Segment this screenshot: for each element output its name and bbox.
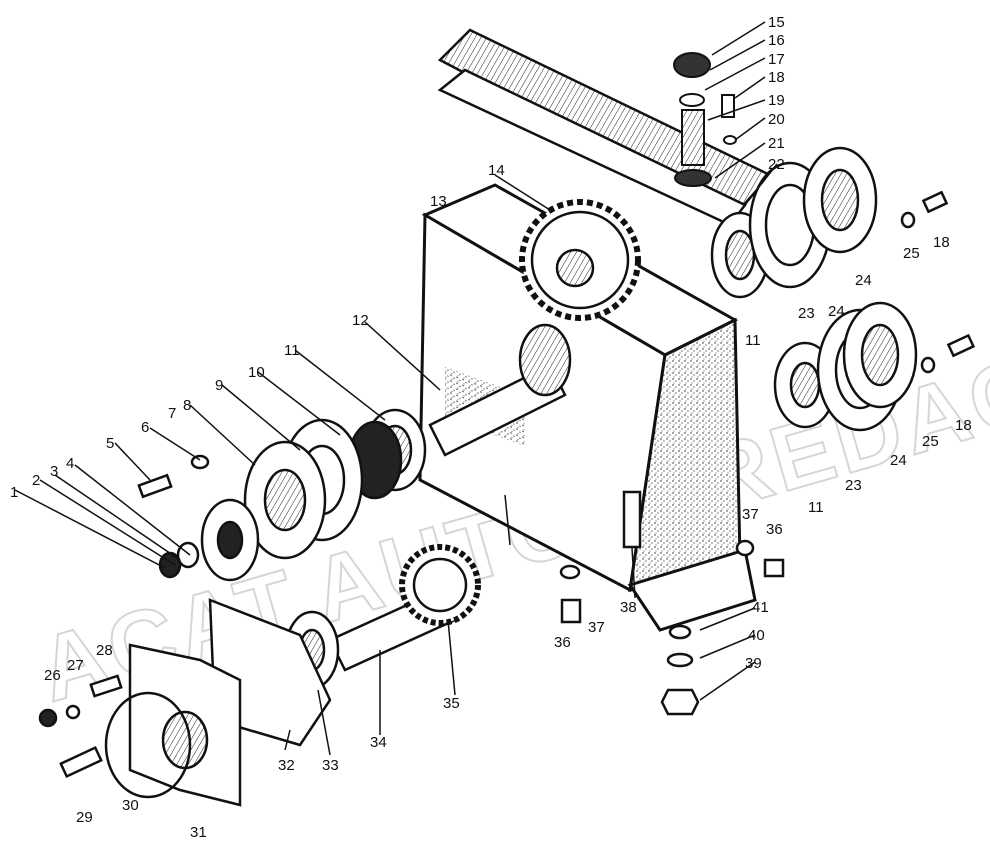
callout-31: 31 — [190, 824, 207, 841]
callout-15: 15 — [768, 14, 785, 31]
callout-26: 26 — [44, 667, 61, 684]
callout-29: 29 — [76, 809, 93, 826]
callout-33: 33 — [322, 757, 339, 774]
callout-37-right: 37 — [742, 506, 759, 523]
callout-13: 13 — [430, 193, 447, 210]
upper-gear — [519, 199, 641, 321]
rear-cover-assembly — [38, 598, 332, 807]
callout-7: 7 — [168, 405, 176, 422]
callout-27: 27 — [67, 657, 84, 674]
callout-3: 3 — [50, 463, 58, 480]
callout-21: 21 — [768, 135, 785, 152]
callout-16: 16 — [768, 32, 785, 49]
callout-12: 12 — [352, 312, 369, 329]
breather-assembly — [673, 52, 737, 187]
callout-18-top: 18 — [768, 69, 785, 86]
callout-4: 4 — [66, 455, 74, 472]
callout-6: 6 — [141, 419, 149, 436]
callout-10: 10 — [248, 364, 265, 381]
callout-32: 32 — [278, 757, 295, 774]
callout-39: 39 — [745, 655, 762, 672]
callout-40: 40 — [748, 627, 765, 644]
callout-23-upper: 23 — [798, 305, 815, 322]
drain-hardware — [559, 490, 785, 716]
callout-41: 41 — [752, 599, 769, 616]
lower-right-bearing-set — [773, 301, 976, 432]
callout-8: 8 — [183, 397, 191, 414]
callout-25-upper: 25 — [903, 245, 920, 262]
callout-19: 19 — [768, 92, 785, 109]
leader-lines — [14, 21, 778, 756]
callout-38: 38 — [620, 599, 637, 616]
callout-35: 35 — [443, 695, 460, 712]
callout-30: 30 — [122, 797, 139, 814]
callout-11-upper-right: 11 — [745, 332, 761, 349]
callout-17: 17 — [768, 51, 785, 68]
upper-right-bearing-set — [710, 146, 949, 299]
callout-22: 22 — [768, 156, 785, 173]
callout-18-upper-right: 18 — [933, 234, 950, 251]
callout-24-lower: 24 — [890, 452, 907, 469]
callout-1: 1 — [10, 484, 18, 501]
callout-11-lower-right: 11 — [808, 499, 824, 516]
callout-18-lower: 18 — [955, 417, 972, 434]
callout-25-lower: 25 — [922, 433, 939, 450]
input-shaft — [428, 323, 572, 457]
callout-5: 5 — [106, 435, 114, 452]
callout-9: 9 — [215, 377, 223, 394]
callout-2: 2 — [32, 472, 40, 489]
callout-37-left: 37 — [588, 619, 605, 636]
callout-24-upper: 24 — [855, 272, 872, 289]
left-flange-assembly — [137, 408, 427, 582]
callout-34: 34 — [370, 734, 387, 751]
callout-11-left: 11 — [284, 342, 300, 359]
callout-28: 28 — [96, 642, 113, 659]
callout-24-middle: 24 — [828, 303, 845, 320]
callout-20: 20 — [768, 111, 785, 128]
callout-36-left: 36 — [554, 634, 571, 651]
output-shaft-assembly — [284, 544, 481, 690]
callout-36-right: 36 — [766, 521, 783, 538]
callout-14: 14 — [488, 162, 505, 179]
callout-23-lower: 23 — [845, 477, 862, 494]
